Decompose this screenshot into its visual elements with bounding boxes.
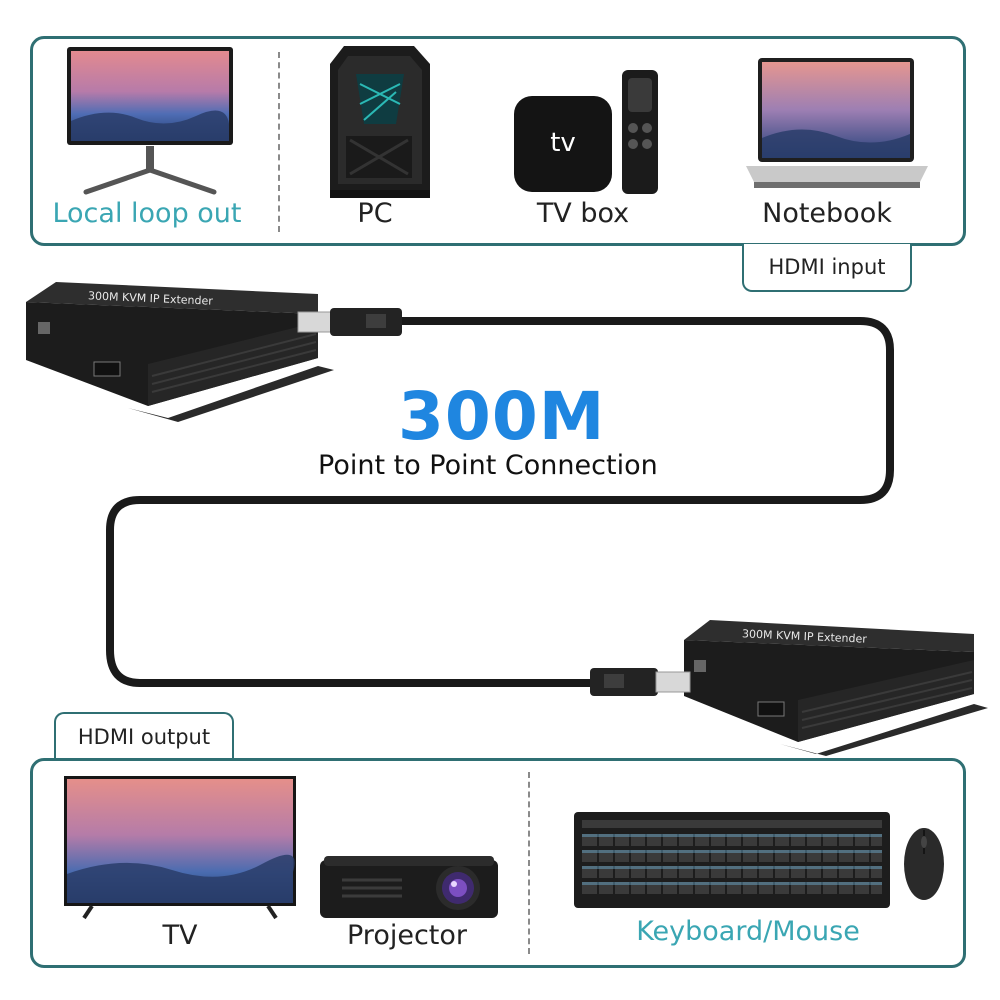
transmitter-extender: 300M KVM IP Extender [676, 616, 992, 756]
notebook-label: Notebook [762, 198, 892, 229]
distance-headline: 300M [398, 378, 606, 455]
hdmi-input-tab: HDMI input [742, 244, 912, 292]
keyboard-mouse-icon [572, 808, 952, 912]
tv-box-label: TV box [536, 198, 630, 229]
notebook-icon [740, 56, 934, 196]
tv-box-text: tv [550, 128, 576, 158]
receiver-extender: 300M KVM IP Extender [18, 278, 348, 423]
panel-divider [278, 52, 280, 232]
tv-label: TV [162, 920, 198, 951]
pc-tower-icon [326, 44, 434, 200]
hdmi-output-tab: HDMI output [54, 712, 234, 760]
panel-divider [528, 772, 530, 954]
rj45-connector-top [296, 304, 408, 338]
tv-box-icon: tv [512, 70, 660, 196]
pc-label: PC [357, 198, 393, 229]
projector-icon [318, 852, 500, 924]
projector-label: Projector [347, 920, 467, 951]
keyboard-mouse-label: Keyboard/Mouse [636, 916, 860, 947]
local-loop-out-label: Local loop out [52, 198, 242, 229]
tv-icon [62, 774, 298, 920]
rj45-connector-bottom [586, 664, 694, 700]
monitor-icon [66, 46, 236, 196]
connection-subtitle: Point to Point Connection [318, 450, 658, 481]
